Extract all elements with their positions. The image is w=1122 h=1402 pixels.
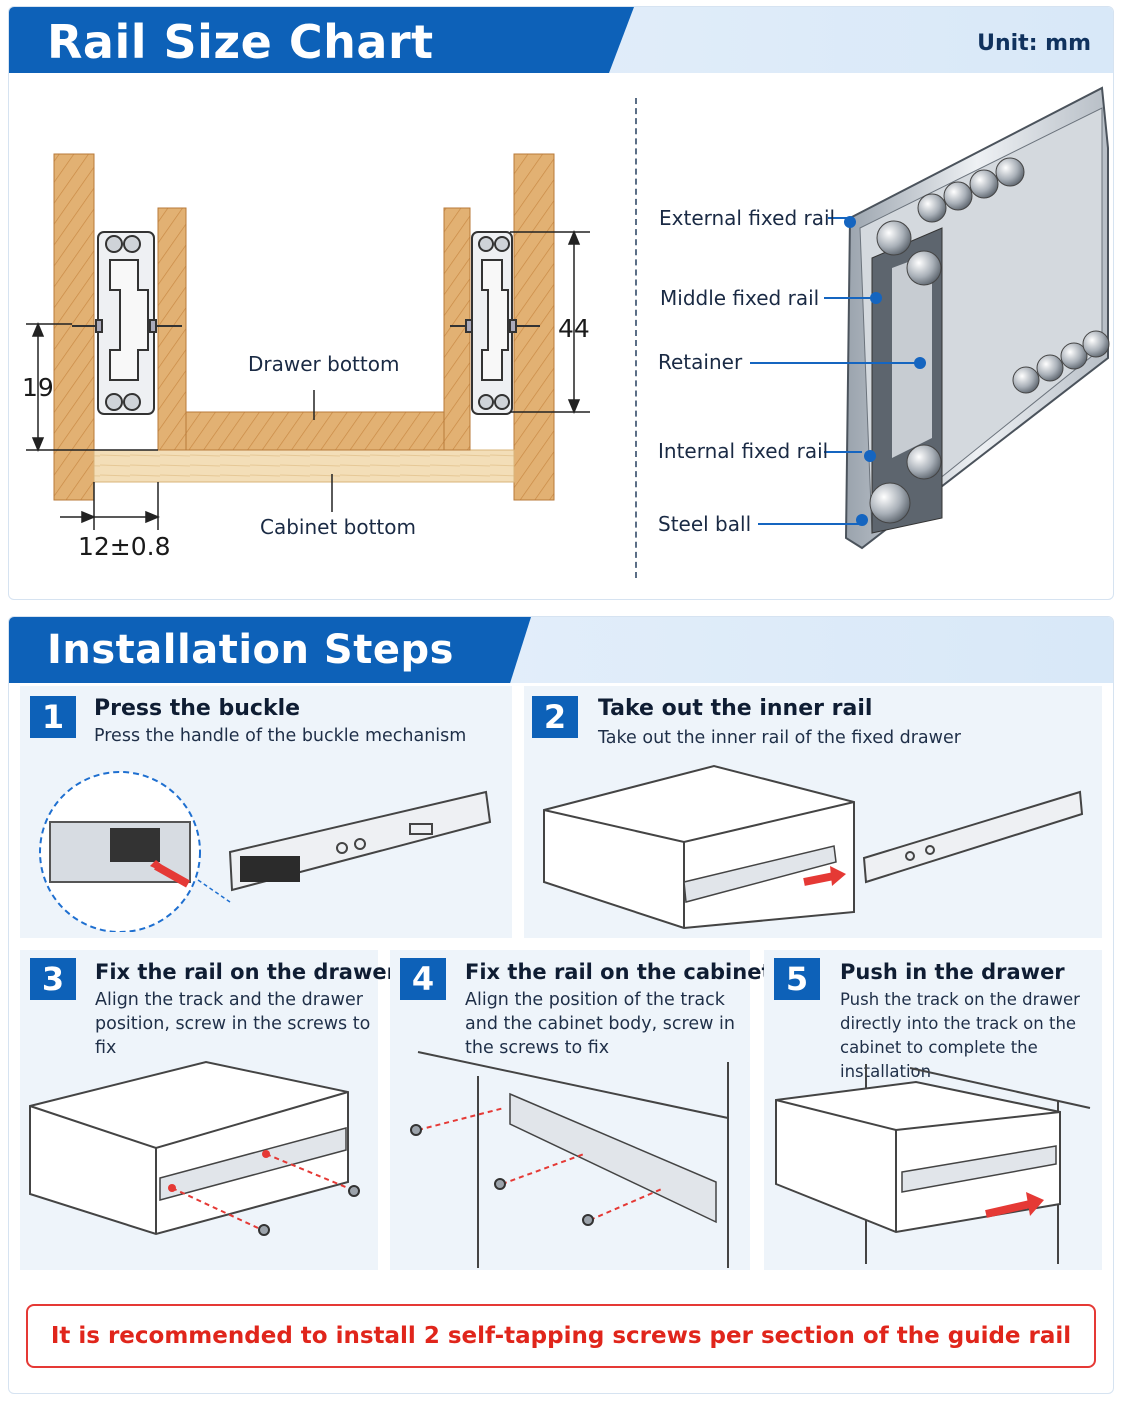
part-label-retainer: Retainer: [658, 350, 743, 374]
step-2-panel: 2 Take out the inner rail Take out the i…: [524, 686, 1102, 938]
dim-height-44: 44: [558, 314, 590, 343]
step-number: 2: [532, 696, 578, 738]
step-1-illustration: [39, 771, 492, 932]
drawer-left-side: [157, 207, 187, 451]
section-banner: Rail Size Chart Unit: mm: [9, 7, 1113, 73]
step-3-illustration: [29, 1060, 360, 1236]
installation-note: It is recommended to install 2 self-tapp…: [26, 1304, 1096, 1368]
chart-divider: [635, 98, 637, 578]
step-number: 5: [774, 958, 820, 1000]
drawer-bottom-label: Drawer bottom: [248, 352, 400, 376]
section-title: Rail Size Chart: [47, 15, 434, 69]
part-label-internal-fixed-rail: Internal fixed rail: [658, 439, 829, 463]
steel-balls: [869, 157, 1110, 524]
rail-profile-closeup: [844, 86, 1110, 550]
part-label-middle-fixed-rail: Middle fixed rail: [660, 286, 820, 310]
drawer-bottom: [185, 411, 445, 451]
step-title: Fix the rail on the cabinet: [465, 960, 772, 984]
step-5-panel: 5 Push in the drawer Push the track on t…: [764, 950, 1102, 1270]
step-desc: Press the handle of the buckle mechanism: [94, 726, 467, 746]
step-desc: Align the track and the drawer position,…: [95, 990, 371, 1058]
dimension-lines: [26, 230, 590, 530]
step-4-illustration: [410, 1051, 729, 1268]
step-5-illustration: [775, 1064, 1091, 1264]
step-title: Take out the inner rail: [598, 696, 873, 721]
step-desc: Align the position of the track and the …: [465, 990, 735, 1058]
step-title: Press the buckle: [94, 696, 301, 721]
cabinet-bottom: [93, 449, 515, 483]
dim-gap: 12±0.8: [78, 532, 171, 561]
step-4-panel: 4 Fix the rail on the cabinet Align the …: [390, 950, 772, 1270]
right-screws: [450, 319, 540, 333]
step-number: 4: [400, 958, 446, 1000]
right-rail-profile: [471, 231, 513, 415]
part-label-steel-ball: Steel ball: [658, 512, 752, 536]
step-desc: Push the track on the drawer directly in…: [840, 990, 1080, 1081]
section-title: Installation Steps: [47, 627, 454, 673]
step-number: 3: [30, 958, 76, 1000]
step-number: 1: [30, 696, 76, 738]
cross-section-diagram: [26, 153, 590, 530]
part-label-external-fixed-rail: External fixed rail: [659, 206, 836, 230]
step-title: Push in the drawer: [840, 960, 1065, 984]
section-banner: Installation Steps: [9, 617, 1113, 683]
step-2-illustration: [543, 764, 1084, 930]
step-title: Fix the rail on the drawer: [95, 960, 397, 984]
unit-label: Unit: mm: [977, 31, 1091, 56]
left-rail-profile: [97, 231, 155, 415]
callout-lines: [750, 217, 920, 525]
step-desc: Take out the inner rail of the fixed dra…: [598, 728, 961, 748]
step-1-panel: 1 Press the buckle Press the handle of t…: [20, 686, 512, 938]
step-3-panel: 3 Fix the rail on the drawer Align the t…: [20, 950, 397, 1270]
cabinet-bottom-label: Cabinet bottom: [260, 515, 416, 539]
dim-height-19: 19: [22, 373, 54, 402]
left-screws: [72, 319, 182, 333]
